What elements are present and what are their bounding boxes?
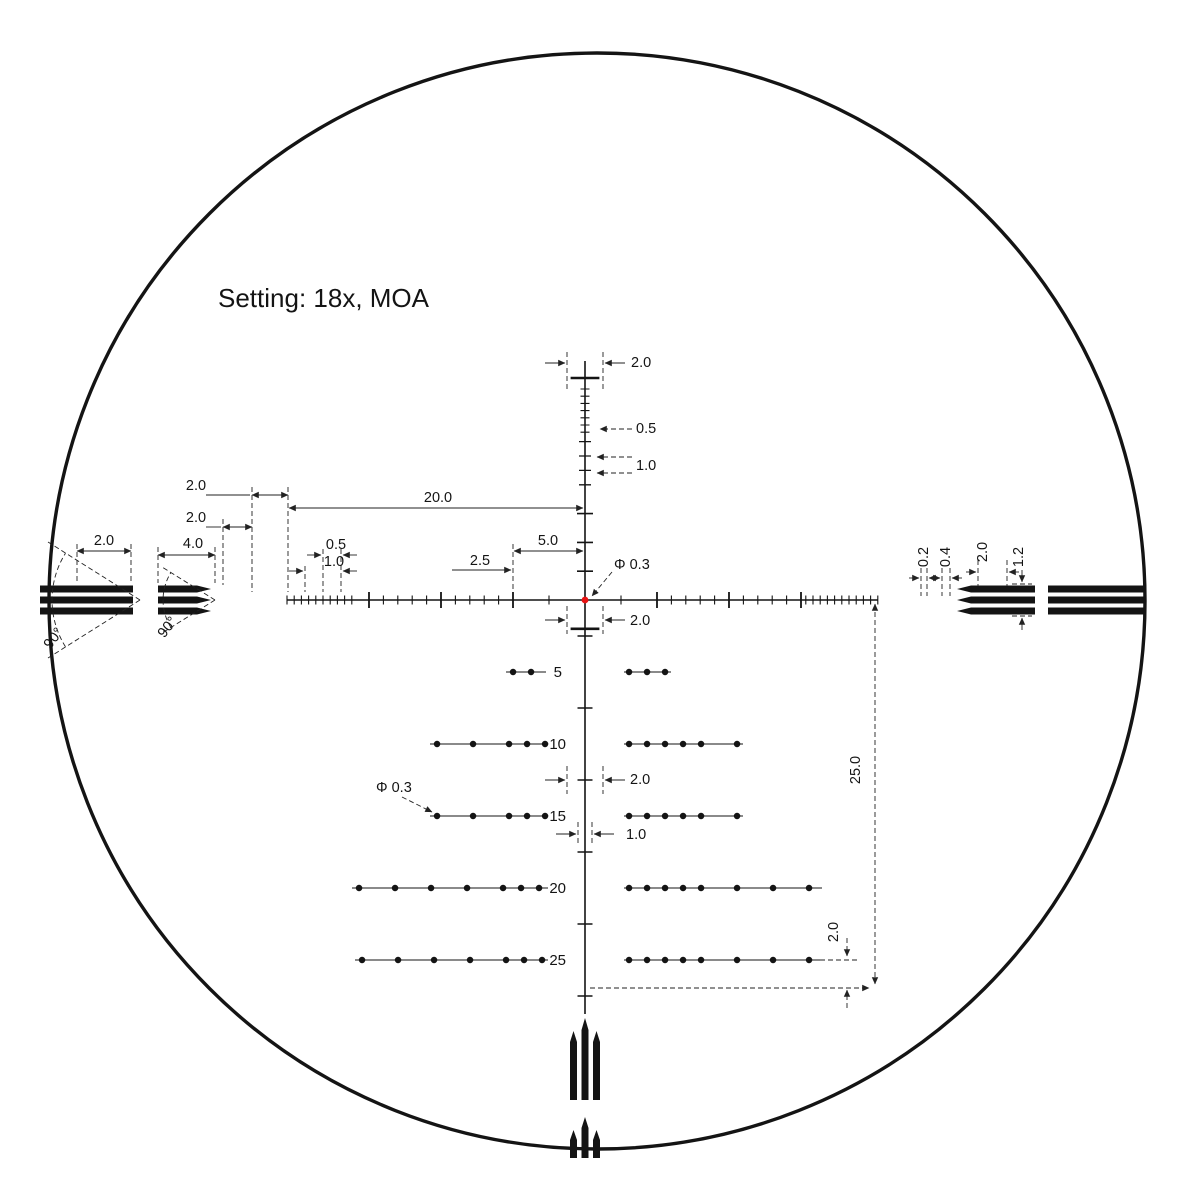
dim-label-angle-inner: 90°: [155, 614, 181, 641]
vertical-medium-ticks: [577, 512, 593, 572]
dim-label-right-gap: 0.4: [938, 547, 954, 567]
dim-label-right-post-height: 1.2: [1011, 547, 1027, 567]
holdover-label-20: 20: [549, 880, 566, 897]
dim-label-bottom-gap: 2.0: [826, 922, 842, 942]
dim-label-wind-half: 0.5: [326, 537, 346, 553]
left-inner-post: [158, 585, 211, 615]
extension-lines: [76, 352, 1032, 961]
setting-label: Setting: 18x, MOA: [218, 283, 430, 313]
wide-ticks: [570, 376, 600, 631]
leader-center-dot: [591, 571, 613, 597]
dim-label-center-dot: Φ 0.3: [614, 557, 650, 573]
dim-label-wind-two-five: 2.5: [470, 553, 490, 569]
bottom-inner-post: [570, 1018, 600, 1100]
holdover-label-10: 10: [549, 736, 566, 753]
dim-label-right-post-width: 2.0: [975, 542, 991, 562]
reticle-crosshair: 5 10 15 20 25: [40, 361, 1146, 1158]
dim-label-elev-one: 1.0: [636, 458, 656, 474]
right-inner-post: [957, 585, 1035, 615]
horizontal-fine-ticks: [286, 595, 879, 605]
dim-label-drop-two: 2.0: [630, 772, 650, 788]
vertical-minor-ticks: [579, 440, 591, 486]
dim-label-drop-total: 25.0: [848, 756, 864, 784]
center-red-dot: [581, 596, 589, 604]
holdover-label-15: 15: [549, 808, 566, 825]
dim-label-post-inner: 4.0: [183, 536, 203, 552]
dim-label-wind-total: 20.0: [424, 490, 452, 506]
dim-label-wind-five: 5.0: [538, 533, 558, 549]
dim-label-elev-width: 2.0: [631, 355, 651, 371]
angle-arcs: [51, 552, 172, 648]
dim-label-right-thickness: 0.2: [916, 547, 932, 567]
holdover-row-lines: [352, 671, 822, 961]
leader-drop-dot: [401, 796, 433, 813]
dimension-annotations: 2.0 0.5 1.0 20.0 2.0 2.0 4.0 2.0 0.5 1.0…: [41, 352, 1032, 1008]
horizontal-major-ticks: [368, 592, 802, 608]
dim-label-center-width: 2.0: [630, 613, 650, 629]
bottom-outer-post: [570, 1117, 600, 1158]
dim-label-elev-half: 0.5: [636, 421, 656, 437]
dim-label-gap-inner: 2.0: [186, 510, 206, 526]
left-outer-bar-mid: [40, 596, 133, 604]
right-outer-bar-bottom: [1048, 607, 1146, 615]
dim-label-drop-dot: Φ 0.3: [376, 780, 412, 796]
right-outer-bar-top: [1048, 585, 1146, 593]
lower-vertical-ticks: [577, 635, 593, 997]
right-outer-bar-mid: [1048, 596, 1146, 604]
holdover-label-25: 25: [549, 952, 566, 969]
dim-label-gap-outer: 2.0: [186, 478, 206, 494]
left-outer-bar-bottom: [40, 607, 133, 615]
left-outer-bar-top: [40, 585, 133, 593]
left-outer-post: [40, 585, 133, 615]
dim-label-drop-one: 1.0: [626, 827, 646, 843]
vertical-fine-ticks: [580, 388, 590, 433]
right-outer-post: [1048, 585, 1146, 615]
crosshair-main-lines: [287, 361, 878, 1014]
holdover-label-5: 5: [554, 664, 562, 681]
dim-label-post-outer: 2.0: [94, 533, 114, 549]
dim-label-wind-one: 1.0: [324, 554, 344, 570]
